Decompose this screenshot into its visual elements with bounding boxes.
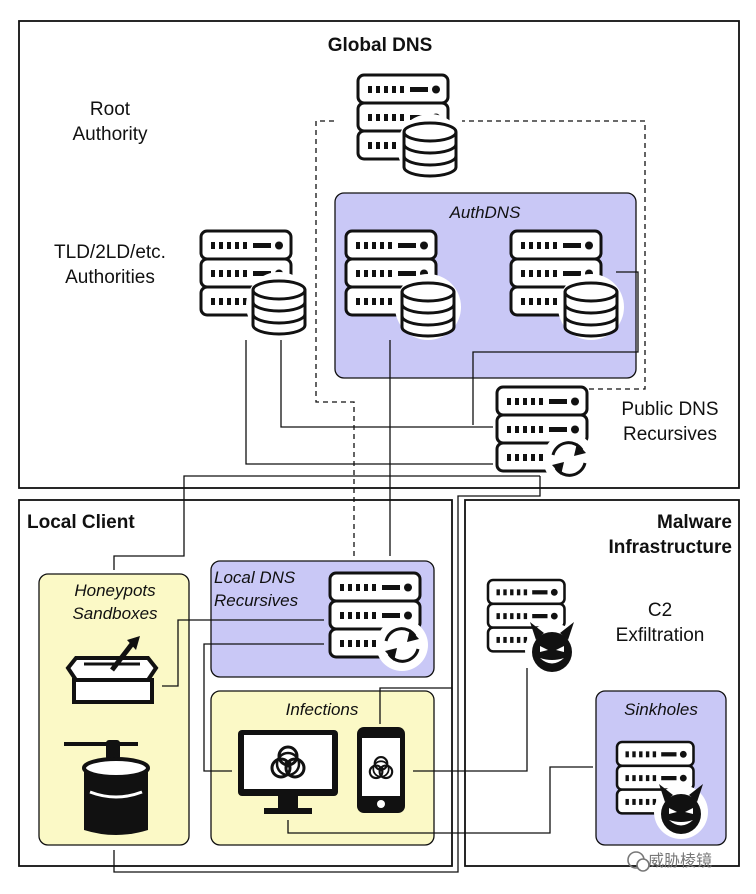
authdns-label: AuthDNS — [449, 203, 521, 222]
link-phone-c2 — [413, 668, 528, 772]
watermark-text: 威胁棱镜 — [648, 853, 713, 870]
c2-label-line1: C2 — [647, 600, 673, 621]
link-monitor-localdns — [203, 643, 324, 772]
link-tld-public-b — [245, 340, 493, 465]
malware-infrastructure-title-line1: Malware — [657, 512, 732, 533]
c2-label-line2: Exfiltration — [615, 625, 705, 646]
malware-infrastructure-title-line2: Infrastructure — [608, 537, 732, 558]
malware-infrastructure-section — [464, 499, 740, 867]
local-dns-recursive-server-icon — [328, 571, 430, 673]
malware-infrastructure-title: Malware Infrastructure — [570, 510, 732, 560]
local-dns-recursives-label: Local DNS Recursives — [214, 566, 319, 612]
link-public-bottom — [113, 476, 541, 873]
infected-smartphone-icon — [357, 727, 405, 813]
local-dns-label-line2: Recursives — [214, 591, 299, 610]
link-monitor-sinkholes — [287, 766, 593, 834]
watermark-logo — [627, 851, 650, 872]
c2-server-icon — [486, 578, 579, 677]
local-client-title: Local Client — [27, 512, 135, 533]
tld-authority-server-icon — [199, 229, 314, 340]
root-authority-server-icon — [356, 73, 465, 182]
root-authority-label-line1: Root — [89, 99, 131, 120]
public-dns-recursives-label: Public DNS Recursives — [605, 397, 735, 447]
c2-exfiltration-label: C2 Exfiltration — [600, 598, 720, 648]
honeypots-sandboxes-label: Honeypots Sandboxes — [45, 579, 185, 625]
local-client-section — [18, 499, 453, 867]
honeypots-label-line1: Honeypots — [74, 581, 156, 600]
sandbox-shovel-icon — [65, 636, 159, 704]
root-authority-label: Root Authority — [40, 97, 180, 147]
honeypots-label-line2: Sandboxes — [72, 604, 158, 623]
global-dns-title: Global DNS — [327, 35, 433, 56]
public-dns-recursive-server-icon — [495, 385, 597, 487]
infected-monitor-icon — [238, 730, 338, 814]
root-authority-label-line2: Authority — [72, 124, 148, 145]
link-public-honeypots — [113, 475, 540, 570]
link-phone-localdns — [379, 687, 453, 724]
link-honeypots-localdns — [162, 619, 324, 687]
link-public-authdns — [472, 271, 639, 425]
global-dns-section — [18, 20, 740, 489]
public-dns-label-line1: Public DNS — [621, 399, 719, 420]
tld-authorities-label-line1: TLD/2LD/etc. — [54, 242, 166, 263]
sinkholes-label: Sinkholes — [624, 700, 698, 719]
infections-label: Infections — [285, 700, 359, 719]
dashed-link-root-left — [315, 120, 355, 556]
local-dns-label-line1: Local DNS — [214, 568, 296, 587]
tld-authorities-label-line2: Authorities — [65, 267, 155, 288]
honeypots-sandboxes-box — [38, 573, 190, 846]
public-dns-label-line2: Recursives — [623, 424, 717, 445]
honeypot-icon — [64, 740, 150, 835]
tld-authorities-label: TLD/2LD/etc. Authorities — [30, 240, 190, 290]
link-tld-public-a — [280, 340, 493, 428]
